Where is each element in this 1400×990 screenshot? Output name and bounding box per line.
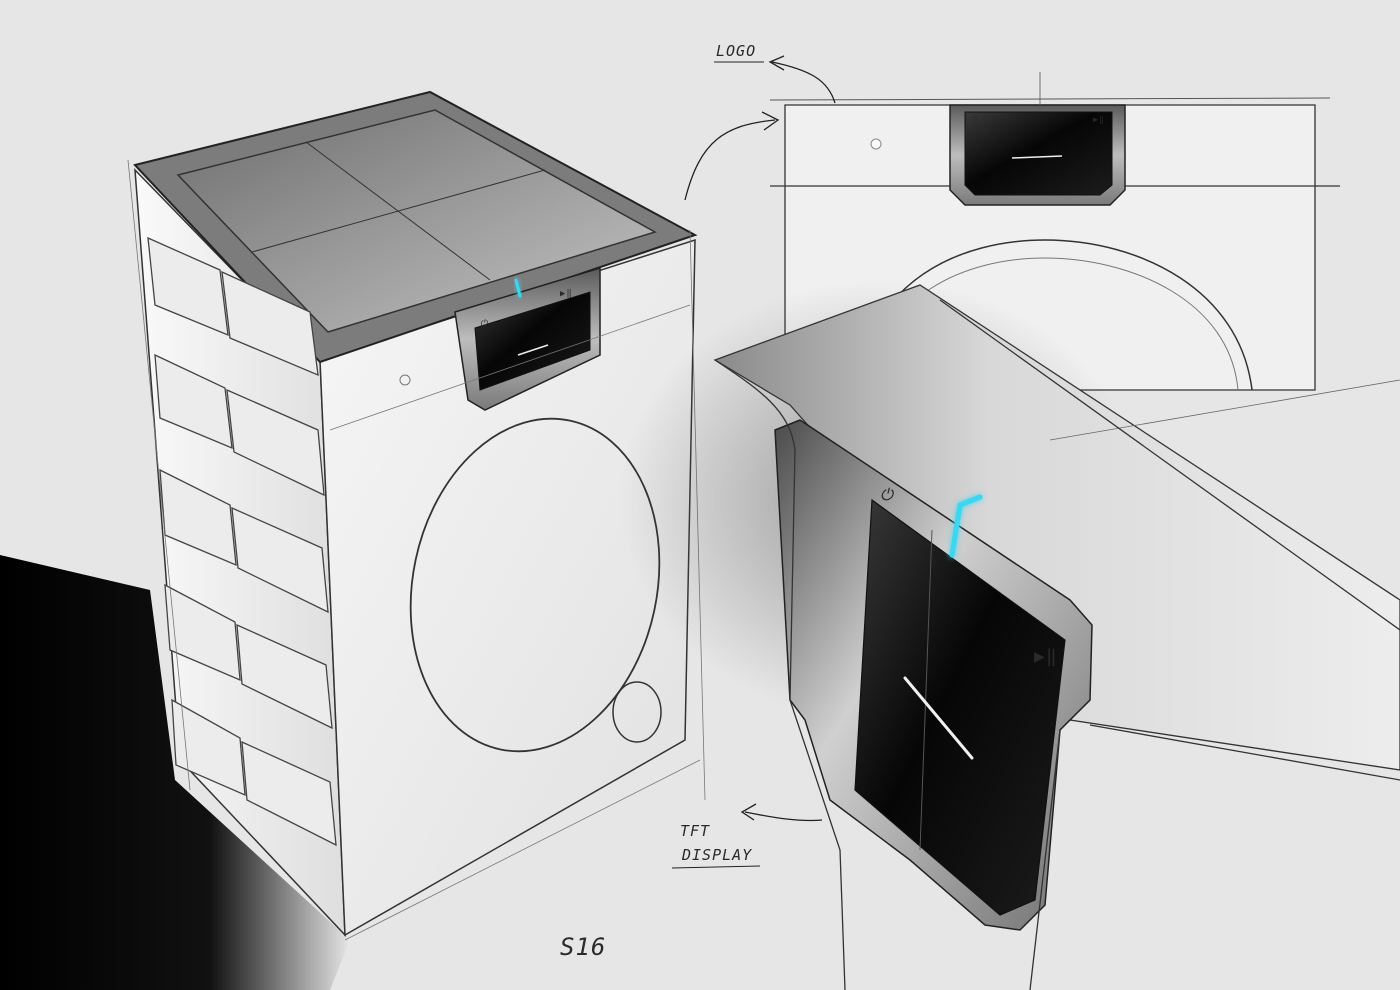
machine-door [409, 417, 661, 753]
washing-machine-perspective: ⏻ ▶‖ [127, 90, 706, 941]
floor-shadow [0, 555, 350, 990]
logo-arrow [771, 61, 836, 104]
view-arrow [684, 119, 776, 201]
machine-lid [176, 109, 657, 333]
front-view-button [870, 138, 882, 150]
front-view-play-icon: ▶‖ [1093, 115, 1105, 124]
machine-led-indicator [514, 278, 522, 298]
power-icon: ⏻ [480, 319, 488, 329]
machine-side-ribs [147, 236, 337, 847]
machine-button-dot [399, 374, 411, 386]
closeup-view: ⏻ ▶‖ [620, 280, 1400, 990]
play-pause-icon: ▶‖ [560, 289, 573, 299]
closeup-power-icon: ⏻ [880, 485, 895, 504]
closeup-top-surface [713, 284, 1400, 771]
front-view-power-icon: ⏻ [970, 115, 978, 124]
closeup-led [949, 494, 983, 558]
tft-arrow [744, 811, 823, 822]
closeup-display [854, 498, 1066, 916]
tft-label-line2: DISPLAY [681, 846, 752, 864]
machine-filter-cap [612, 681, 662, 743]
front-view-display [964, 111, 1113, 196]
tft-label-line1: TFT [680, 822, 710, 840]
construction-lines [127, 159, 706, 941]
closeup-play-icon: ▶‖ [1034, 646, 1058, 667]
machine-display [474, 291, 591, 391]
signature: S16 [560, 933, 606, 961]
logo-label: LOGO [716, 42, 756, 60]
